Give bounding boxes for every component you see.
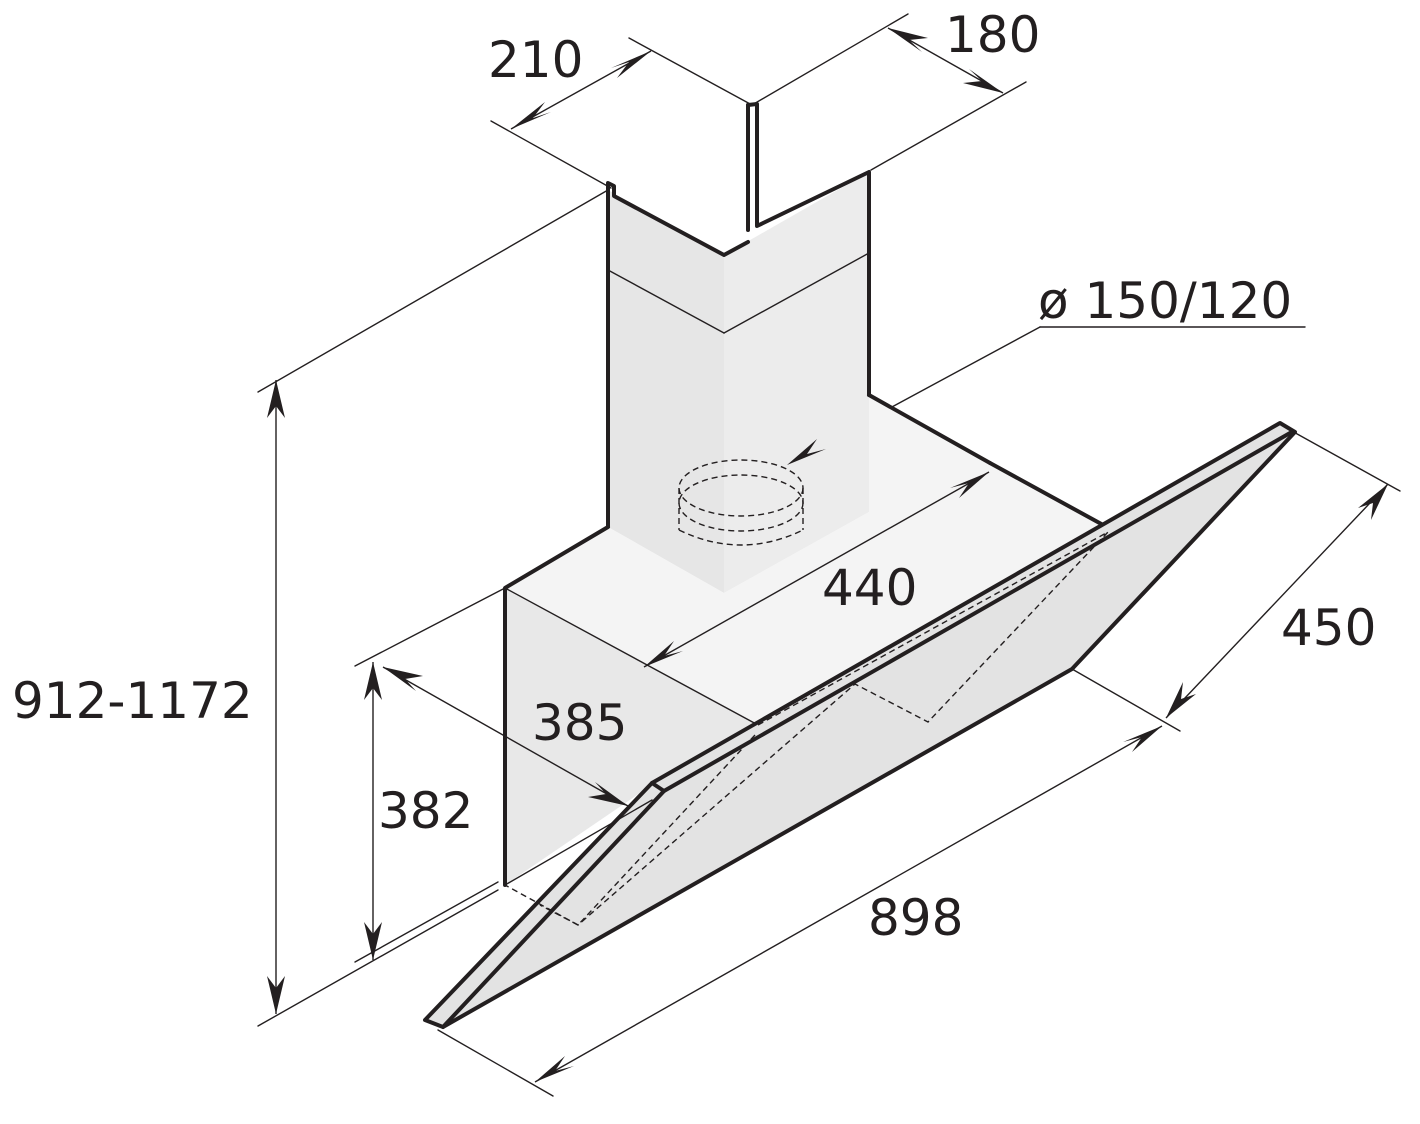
total-width-label: 898 xyxy=(868,889,963,947)
duct-diameter-label: ø 150/120 xyxy=(1038,272,1292,330)
glass-canopy xyxy=(423,421,1297,1029)
body-height-label: 382 xyxy=(378,782,473,840)
body-depth-label: 385 xyxy=(532,694,627,752)
duct-outlet xyxy=(678,459,804,546)
chimney-width-label: 210 xyxy=(488,31,583,89)
motor-body xyxy=(503,393,1107,887)
dimension-lines xyxy=(267,27,1389,1083)
canopy-depth-label: 450 xyxy=(1281,599,1376,657)
chimney-depth-label: 180 xyxy=(945,6,1040,64)
total-height-label: 912-1172 xyxy=(12,672,253,730)
body-width-label: 440 xyxy=(822,559,917,617)
chimney xyxy=(606,102,871,593)
